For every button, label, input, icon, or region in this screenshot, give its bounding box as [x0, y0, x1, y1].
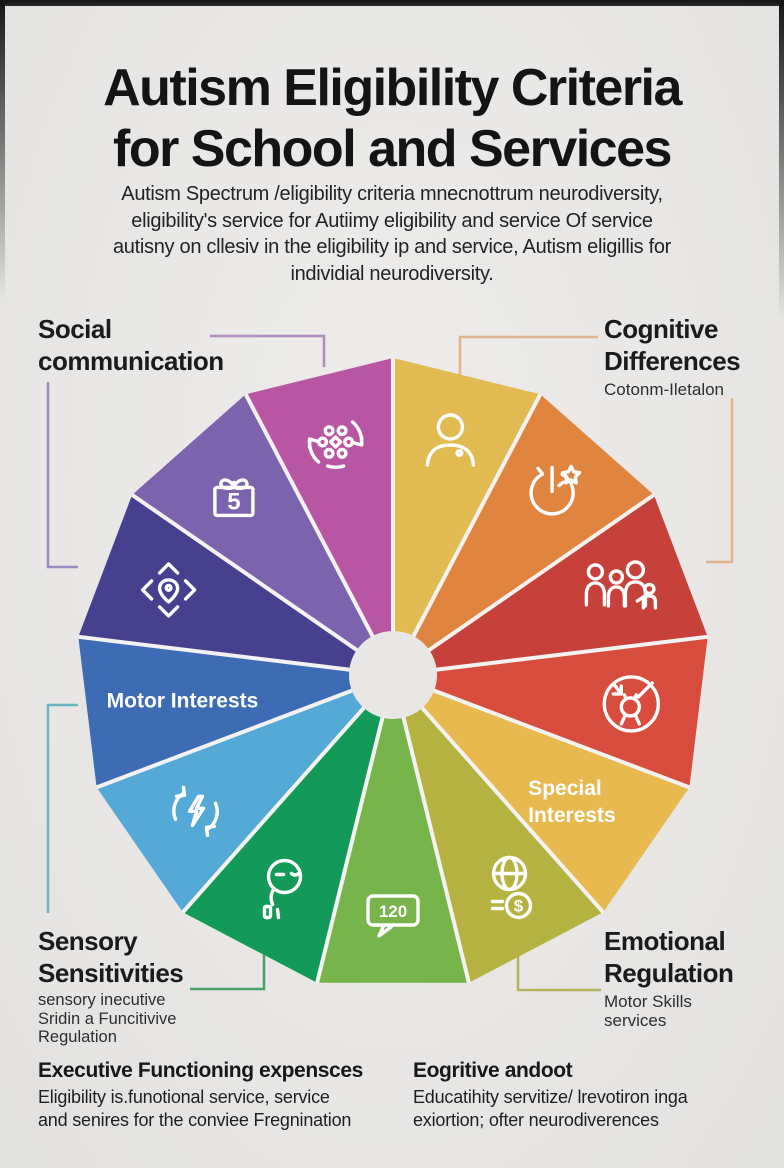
wheel-segment-special-interests [393, 675, 690, 913]
svg-text:5: 5 [227, 488, 240, 515]
executive-functioning-heading: Executive Functioning expensces [38, 1059, 363, 1082]
wheel-separator [408, 393, 543, 643]
cognitive-note-heading: Eogritive andoot [413, 1059, 573, 1082]
wheel-separator [416, 702, 605, 914]
page-subtitle: Autism Spectrum /eligibility criteria mn… [112, 183, 672, 285]
person-icon [425, 413, 476, 467]
wheel-center [349, 631, 437, 719]
wheel-separator [430, 634, 708, 673]
wheel-segment-achievement-power [393, 394, 654, 675]
speech-bubble-icon: 120 [366, 894, 420, 938]
connector-motor-sensory [46, 703, 78, 913]
right-edge-shadow [779, 0, 784, 320]
svg-text:120: 120 [379, 902, 407, 921]
wheel-segment-speech-count [317, 675, 469, 983]
diamond-pin-icon [140, 562, 197, 618]
connector-cognitive-bracket [706, 398, 734, 564]
people-group-icon [584, 560, 658, 610]
wheel-segment-thinking-reflection [182, 675, 393, 983]
power-star-icon [529, 464, 582, 516]
connector-cognitive-differences [458, 335, 598, 389]
wheel-separator [315, 711, 386, 984]
connector-emotional-regulation [516, 951, 601, 992]
executive-functioning-body: Eligibility is.funotional service, servi… [38, 1087, 352, 1130]
footnote-cognitive-note: Eogritive andoot Educatihity servitize/ … [413, 1058, 773, 1131]
wheel-separator [130, 493, 363, 656]
wheel-label-motor-interests: Motor Interests [107, 690, 259, 713]
wheel-separator [427, 686, 691, 790]
dots-cycle-icon [307, 420, 364, 469]
top-edge-shadow [0, 0, 784, 6]
wheel-segments [78, 358, 708, 983]
globe-money-icon: $ [490, 855, 533, 920]
wheel-segment-location-scan [78, 494, 394, 675]
wheel-separator [95, 686, 359, 790]
wheel-icons: $120 5 [140, 413, 660, 938]
left-edge-shadow [0, 0, 5, 300]
wheel-segment-gift-five [132, 394, 393, 675]
wheel-separator [181, 702, 370, 914]
target-arrow-icon [602, 675, 660, 733]
footnote-executive-functioning: Executive Functioning expensces Eligibil… [38, 1058, 398, 1131]
wheel-segment-family-group [393, 494, 708, 675]
sync-lightning-icon [172, 785, 219, 837]
connector-social-communication [210, 334, 326, 367]
wheel-separators [78, 358, 708, 984]
gift-icon: 5 [213, 478, 255, 518]
connector-social-bracket [46, 382, 78, 569]
cognitive-differences-subtext: Cotonm-Iletalon [604, 380, 725, 399]
wheel-segment-global-finance [393, 675, 604, 983]
wheel-segment-cognitive-profile [393, 358, 541, 675]
wheel-segment-focus-target [393, 636, 708, 788]
svg-text:$: $ [514, 897, 524, 916]
wheel-separator [400, 711, 471, 984]
wheel-separator [423, 493, 656, 656]
wheel-segment-energy-cycle [96, 675, 393, 913]
thinking-face-icon [262, 858, 303, 920]
wheel-segment-motor-interests [78, 636, 394, 788]
connector-sensory-sensitivities [190, 952, 266, 991]
wheel-separator [78, 634, 356, 673]
wheel-separator [243, 393, 378, 643]
wheel-segment-dots-cycle [245, 358, 393, 675]
